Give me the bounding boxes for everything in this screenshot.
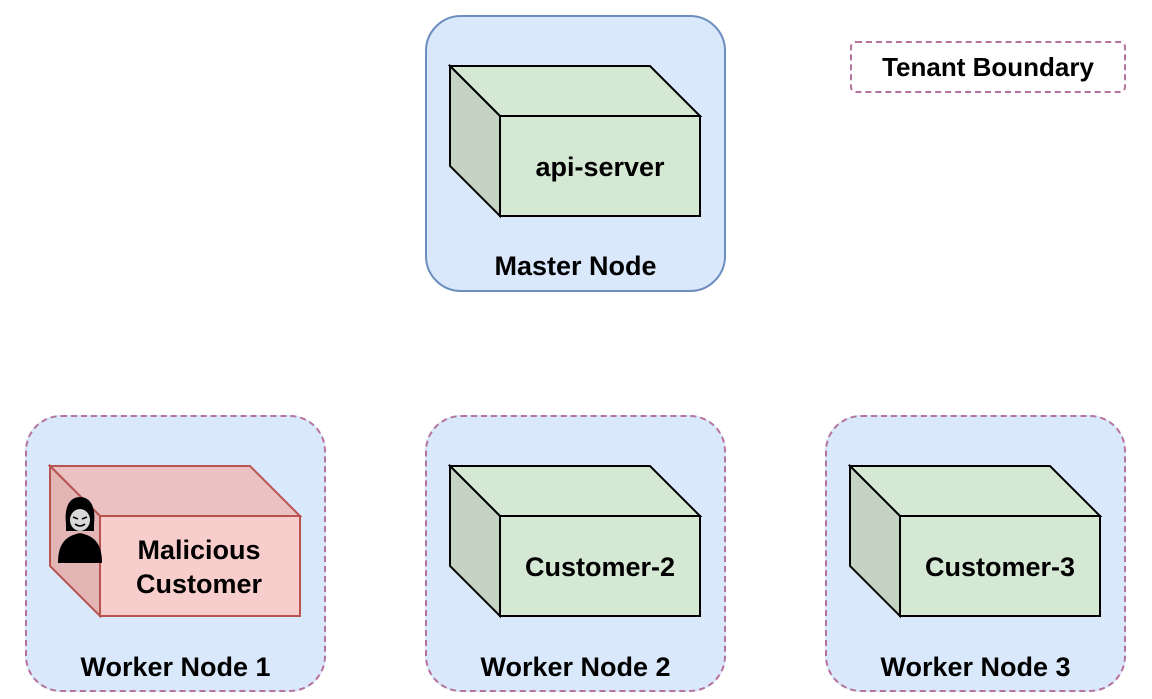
worker-node-1-label: Worker Node 1 [80, 652, 271, 682]
tenant-boundary-legend: Tenant Boundary [850, 41, 1126, 93]
customer-2-label: Customer-2 [525, 552, 675, 582]
api-server-box: api-server [447, 63, 703, 219]
malicious-customer-box: Malicious Customer [47, 463, 303, 619]
master-node-label: Master Node [494, 251, 657, 281]
hacker-icon [58, 497, 102, 563]
customer-3-box: Customer-3 [847, 463, 1103, 619]
worker-node-2-label: Worker Node 2 [480, 652, 671, 682]
legend-label: Tenant Boundary [882, 51, 1094, 82]
malicious-label-line2: Customer [136, 569, 263, 599]
customer-2-box: Customer-2 [447, 463, 703, 619]
malicious-label-line1: Malicious [137, 535, 260, 565]
customer-3-label: Customer-3 [925, 552, 1075, 582]
worker-node-3-label: Worker Node 3 [880, 652, 1071, 682]
api-server-label: api-server [535, 152, 665, 182]
